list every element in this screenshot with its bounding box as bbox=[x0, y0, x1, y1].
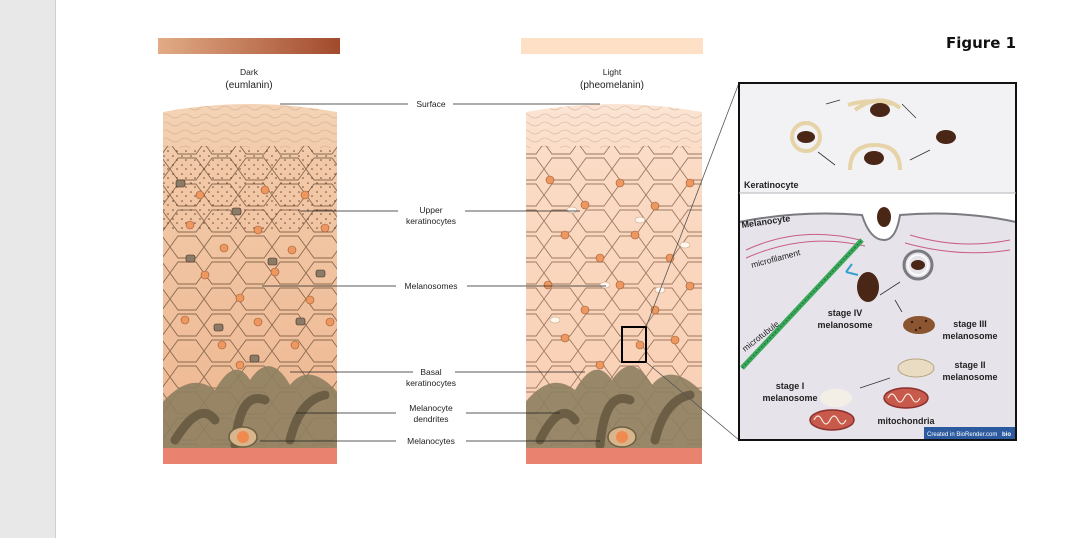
stage2-label-b: melanosome bbox=[942, 372, 997, 382]
stage3-label-b: melanosome bbox=[942, 331, 997, 341]
mitochondria-label: mitochondria bbox=[877, 416, 935, 426]
label-melanocytes: Melanocytes bbox=[407, 436, 455, 446]
skin-layer-labels bbox=[260, 103, 606, 442]
light-sublabel: (pheomelanin) bbox=[580, 80, 644, 91]
inset-border bbox=[738, 82, 1017, 441]
zoom-line-top bbox=[645, 82, 740, 328]
biorender-credit: Created in BioRender.com bbox=[927, 432, 997, 438]
stage4-label-a: stage IV bbox=[828, 308, 863, 318]
dark-sublabel: (eumlanin) bbox=[225, 80, 272, 91]
zoom-line-bottom bbox=[645, 361, 740, 441]
dark-color-bar bbox=[158, 38, 340, 54]
dark-label: Dark bbox=[240, 67, 259, 77]
melanosome-transfer-inset bbox=[739, 83, 1016, 440]
label-basal-keratinocytes: keratinocytes bbox=[406, 378, 456, 388]
label-upper: Upper bbox=[419, 205, 442, 215]
light-color-bar bbox=[521, 38, 703, 54]
stage1-label-a: stage I bbox=[776, 381, 805, 391]
stage1-label-b: melanosome bbox=[762, 393, 817, 403]
label-surface: Surface bbox=[416, 99, 446, 109]
label-upper-keratinocytes: keratinocytes bbox=[406, 216, 456, 226]
label-basal: Basal bbox=[420, 367, 441, 377]
stage4-label-b: melanosome bbox=[817, 320, 872, 330]
dark-skin-section bbox=[163, 104, 337, 464]
label-melanocyte: Melanocyte bbox=[409, 403, 453, 413]
figure-title: Figure 1 bbox=[946, 34, 1017, 52]
zoom-box bbox=[621, 326, 647, 363]
light-label: Light bbox=[603, 67, 622, 77]
label-melanosomes: Melanosomes bbox=[405, 281, 458, 291]
biorender-logo: bio bbox=[1002, 432, 1011, 438]
stage3-label-a: stage III bbox=[953, 319, 987, 329]
stage2-label-a: stage II bbox=[954, 360, 985, 370]
light-skin-section bbox=[526, 104, 702, 464]
left-sidebar-panel bbox=[0, 0, 56, 538]
inset-keratinocyte-label: Keratinocyte bbox=[744, 180, 799, 190]
label-dendrites: dendrites bbox=[414, 414, 449, 424]
